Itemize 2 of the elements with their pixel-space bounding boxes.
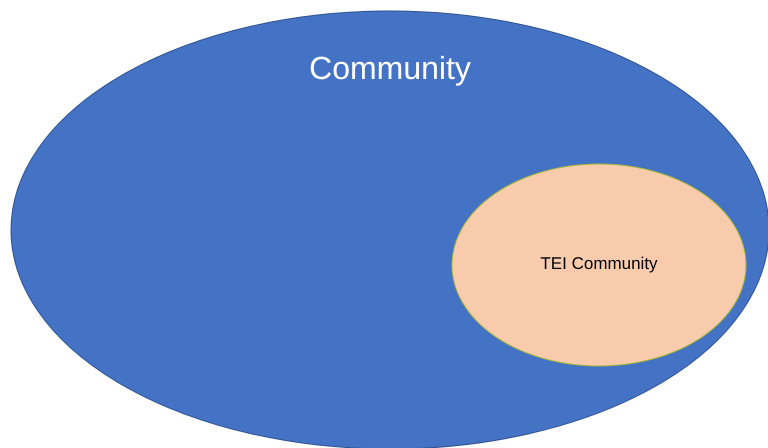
- community-label: Community: [308, 50, 472, 87]
- tei-community-label: TEI Community: [539, 254, 659, 274]
